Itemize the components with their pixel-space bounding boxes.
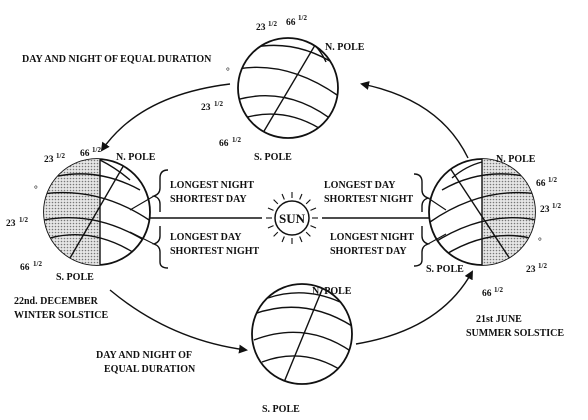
left-n-pole-label: N. POLE xyxy=(116,152,156,163)
bottom-s-pole-label: S. POLE xyxy=(262,404,300,415)
left-deg-66: 66 xyxy=(80,149,90,159)
summer-lower-line2: SHORTEST DAY xyxy=(330,246,407,257)
sun-label: SUN xyxy=(279,211,306,226)
svg-text:1/2: 1/2 xyxy=(214,100,223,108)
sun: SUN xyxy=(266,192,318,244)
orbit-arrow-top-to-winter xyxy=(100,83,231,152)
right-s-pole-label: S. POLE xyxy=(426,264,464,275)
orbit-arrow-winter-to-bottom xyxy=(109,289,248,354)
right-deg-23: 23 xyxy=(540,205,550,215)
svg-text:1/2: 1/2 xyxy=(298,14,307,22)
winter-lower-line2: SHORTEST NIGHT xyxy=(170,246,260,257)
svg-text:°: ° xyxy=(538,236,542,247)
sun-ray xyxy=(267,207,274,211)
sun-ray xyxy=(273,231,279,237)
brace-summer-upper xyxy=(413,173,431,212)
orbit-arrow-bottom-to-summer xyxy=(355,270,473,345)
svg-text:1/2: 1/2 xyxy=(268,20,277,28)
orbit-arrow-summer-to-top xyxy=(360,81,469,159)
summer-upper-line1: LONGEST DAY xyxy=(324,180,396,191)
left-deg-23: 23 xyxy=(44,155,54,165)
brace-summer-lower xyxy=(413,226,431,267)
bottom-caption-line1: DAY AND NIGHT OF xyxy=(96,350,192,361)
globe-right-summer: N. POLE S. POLE 66 1/2 23 1/2 23 1/2 66 … xyxy=(426,154,561,299)
sun-ray xyxy=(310,225,317,229)
top-deg-66: 66 xyxy=(286,18,296,28)
svg-text:1/2: 1/2 xyxy=(552,202,561,210)
top-s-pole-label: S. POLE xyxy=(254,152,292,163)
winter-upper-line1: LONGEST NIGHT xyxy=(170,180,254,191)
svg-text:°: ° xyxy=(226,66,230,77)
globe-top-equinox: N. POLE S. POLE 23 1/2 66 1/2 23 1/2 66 … xyxy=(201,14,365,163)
summer-lower-line1: LONGEST NIGHT xyxy=(330,232,414,243)
top-deg-23-left: 23 xyxy=(201,103,211,113)
svg-text:1/2: 1/2 xyxy=(232,136,241,144)
svg-text:1/2: 1/2 xyxy=(548,176,557,184)
svg-text:1/2: 1/2 xyxy=(19,216,28,224)
brace-winter-lower xyxy=(151,226,169,269)
svg-text:1/2: 1/2 xyxy=(538,262,547,270)
summer-date: 21st JUNE xyxy=(476,314,522,325)
top-n-pole-label: N. POLE xyxy=(325,42,365,53)
sun-ray xyxy=(281,236,285,243)
summer-upper-line2: SHORTEST NIGHT xyxy=(324,194,414,205)
bottom-n-pole-label: N. POLE xyxy=(312,286,352,297)
left-deg-66-bottom: 66 xyxy=(20,263,30,273)
left-deg-23-side: 23 xyxy=(6,219,16,229)
bottom-caption-line2: EQUAL DURATION xyxy=(104,364,196,375)
sun-ray xyxy=(310,207,317,211)
globe-left-winter: N. POLE S. POLE 23 1/2 66 1/2 23 1/2 66 … xyxy=(6,146,156,283)
svg-text:1/2: 1/2 xyxy=(33,260,42,268)
top-equal-duration-caption: DAY AND NIGHT OF EQUAL DURATION xyxy=(22,54,212,65)
top-deg-23: 23 xyxy=(256,23,266,33)
winter-date: 22nd. DECEMBER xyxy=(14,296,99,307)
sun-ray xyxy=(299,236,303,243)
left-s-pole-label: S. POLE xyxy=(56,272,94,283)
sun-ray xyxy=(267,225,274,229)
top-deg-66-bottom: 66 xyxy=(219,139,229,149)
winter-upper-line2: SHORTEST DAY xyxy=(170,194,247,205)
right-deg-23-bottom: 23 xyxy=(526,265,536,275)
sun-ray xyxy=(305,231,311,237)
svg-text:1/2: 1/2 xyxy=(92,146,101,154)
summer-season: SUMMER SOLSTICE xyxy=(466,328,564,339)
right-deg-66: 66 xyxy=(536,179,546,189)
sun-ray xyxy=(281,193,285,200)
globe-bottom-equinox: N. POLE S. POLE xyxy=(251,283,353,415)
svg-text:1/2: 1/2 xyxy=(494,286,503,294)
right-deg-66-bottom: 66 xyxy=(482,289,492,299)
winter-lower-line1: LONGEST DAY xyxy=(170,232,242,243)
brace-winter-upper xyxy=(151,169,169,212)
svg-text:°: ° xyxy=(34,184,38,195)
sun-ray xyxy=(273,199,279,205)
sun-ray xyxy=(299,193,303,200)
winter-season: WINTER SOLSTICE xyxy=(14,310,109,321)
right-n-pole-label: N. POLE xyxy=(496,154,536,165)
svg-text:1/2: 1/2 xyxy=(56,152,65,160)
sun-ray xyxy=(305,199,311,205)
